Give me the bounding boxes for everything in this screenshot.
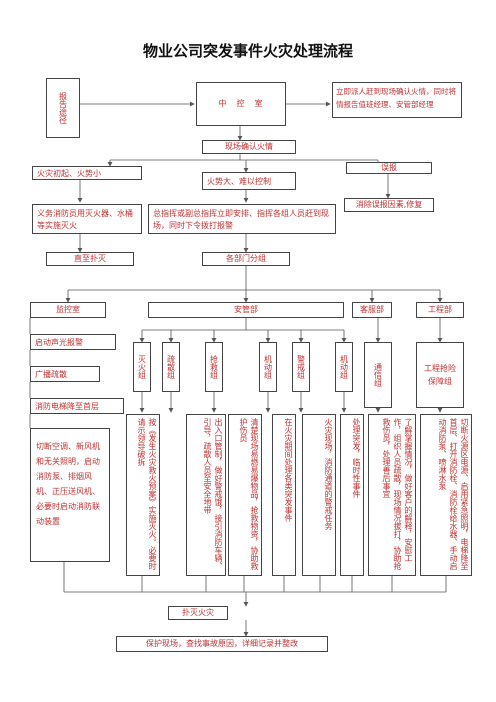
false-alarm-box: 误报 bbox=[346, 162, 432, 174]
notify-note-box: 立即派人赶到现场确认火情，同时将情报告值班经理、安管部经理 bbox=[332, 82, 462, 118]
task-fire-box: 按《发生火灾救火预案》实施灭火。必要时请示领导破拆 bbox=[126, 414, 160, 576]
clear-false-alarm-box: 消除误报因素,修复 bbox=[344, 198, 434, 212]
page-title: 物业公司突发事件火灾处理流程 bbox=[142, 42, 353, 60]
group-rescue-box: 抢救组 bbox=[205, 342, 223, 392]
group-eng-box: 工程抢险保障组 bbox=[416, 342, 464, 408]
customer-dept-box: 客服部 bbox=[352, 302, 392, 318]
group-fire-box: 灭火组 bbox=[133, 342, 151, 392]
early-fire-box: 火灾初起、火势小 bbox=[32, 166, 142, 180]
task-comm-box: 了解掌握情况，做好客户的解释，安慰工作，组织人员疏散，现场情况拔打，协助抢救伤员… bbox=[368, 414, 416, 576]
extinguished-box: 扑灭火灾 bbox=[168, 606, 228, 620]
task-mobile2-box: 处理突发，临时性事件 bbox=[340, 414, 364, 576]
task-evac-box: 出入口管制，做好警戒饿，接引消防车辆、引导，疏散人员至安全地带 bbox=[186, 414, 226, 576]
monitor-tasks-box: 切断空调、新风机和无关照明，启动消防泵、排烟风机、正压送风机、必要时启动消防联动… bbox=[30, 428, 110, 562]
group-evac-box: 疏散组 bbox=[162, 342, 180, 392]
volunteer-action-box: 义务消防员用灭火器、水桶等实施灭火 bbox=[32, 204, 142, 234]
division-box: 各部门分组 bbox=[202, 252, 290, 266]
task-eng-box: 切断火源区电源、启用紧急照明，电梯降至首层、打开消防栓、消防栓给水器、手动启动消… bbox=[420, 414, 472, 576]
aftermath-box: 保护现场，查找事故原因，详细记录并整改 bbox=[116, 636, 328, 652]
group-guard-box: 警戒组 bbox=[292, 342, 310, 392]
security-dept-box: 安管部 bbox=[148, 302, 344, 318]
task-guard-box: 火灾现场，消防通道的警戒任务 bbox=[302, 414, 336, 576]
elevator-down-box: 消防电梯降至首层 bbox=[30, 398, 124, 414]
group-mobile-box: 机动组 bbox=[259, 342, 277, 392]
group-comm-box: 通信组 bbox=[364, 342, 392, 408]
big-fire-box: 火势大、难以控制 bbox=[202, 172, 296, 190]
confirm-fire-box: 现场确认火情 bbox=[202, 140, 296, 154]
monitor-room-box: 监控室 bbox=[30, 302, 106, 318]
alarm-on-box: 启动声光报警 bbox=[30, 334, 116, 350]
task-mobile-box: 在火灾期间处理各类突发事件 bbox=[272, 414, 296, 576]
commander-action-box: 总指挥或副总指挥立即安排、指挥各组人员赶到现场，同时下令拨打报警 bbox=[148, 204, 336, 234]
report-path-box: 报告途径 bbox=[46, 78, 80, 138]
engineering-dept-box: 工程部 bbox=[416, 302, 464, 318]
control-room-box: 中 控 室 bbox=[196, 82, 286, 126]
task-rescue-box: 清楚现场易燃易爆物品，抢救物资，协助救护伤员 bbox=[228, 414, 262, 576]
group-mobile2-box: 机动组 bbox=[335, 342, 353, 392]
direct-fight-box: 直至扑灭 bbox=[46, 252, 134, 266]
broadcast-box: 广播疏散 bbox=[30, 366, 100, 382]
